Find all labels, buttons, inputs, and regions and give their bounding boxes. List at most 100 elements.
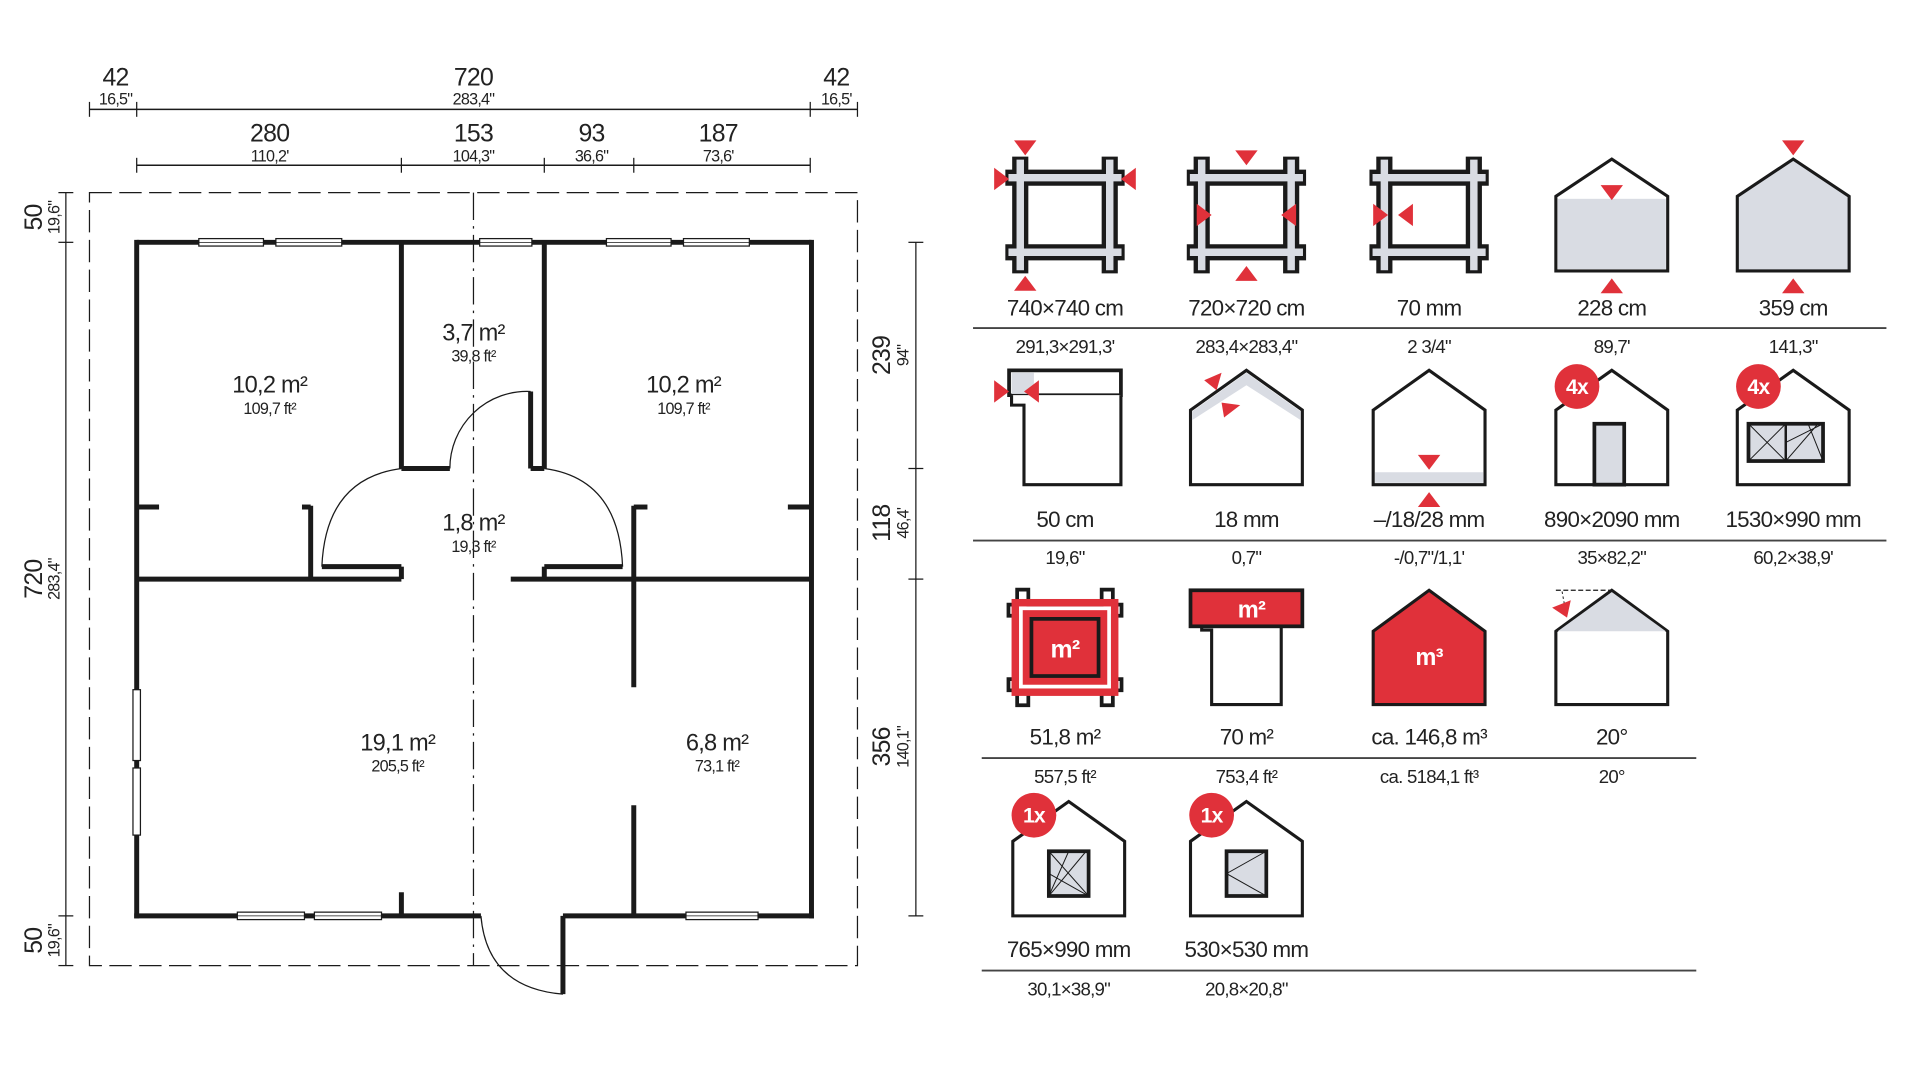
spec-imperial: -/0,7"/1,1' [1393, 548, 1465, 570]
room-area-imperial: 109,7 ft² [243, 400, 297, 418]
room-area: 10,2 m² [646, 373, 722, 399]
dimension-imperial: 73,6' [703, 148, 734, 166]
dimension-imperial: 283,4" [46, 557, 64, 600]
spec-value: 720×720 cm [1188, 295, 1305, 321]
dimension-value: 50 [21, 204, 48, 230]
unit-label: m³ [1415, 645, 1443, 671]
room-area: 19,1 m² [360, 731, 436, 757]
spec-imperial: 141,3" [1768, 336, 1819, 358]
volume-icon: m³ [1371, 588, 1487, 707]
arrow-marker [994, 380, 1010, 403]
floor-area-icon: m² [1006, 587, 1124, 708]
room-area: 1,8 m² [442, 511, 505, 537]
small-window-icon: 1x [1188, 792, 1304, 918]
wall-height-icon [1554, 157, 1670, 294]
dimension-value: 42 [102, 65, 128, 92]
arrow-marker [1373, 203, 1389, 227]
quantity-badge: 4x [1747, 376, 1770, 399]
spec-imperial: 753,4 ft² [1215, 766, 1278, 788]
arrow-marker [994, 167, 1010, 191]
room-area: 3,7 m² [442, 320, 505, 346]
roof-thickness-icon [1188, 368, 1304, 487]
room-area-imperial: 73,1 ft² [695, 758, 741, 776]
dimension-imperial: 104,3" [453, 148, 496, 166]
dimension-value: 187 [699, 121, 738, 148]
room-area-imperial: 205,5 ft² [371, 758, 425, 776]
unit-label: m² [1051, 636, 1080, 663]
dimension-imperial: 94" [894, 344, 912, 366]
tilt-window-icon: 1x [1011, 792, 1127, 918]
dimension-imperial: 19,6" [46, 200, 64, 234]
spec-value: 359 cm [1758, 295, 1829, 321]
spec-value: ca. 146,8 m³ [1371, 724, 1487, 750]
spec-value: 765×990 mm [1006, 936, 1131, 962]
dimension-imperial: 16,5" [99, 90, 133, 108]
spec-imperial: 20,8×20,8" [1205, 979, 1288, 1001]
spec-value: –/18/28 mm [1373, 507, 1485, 532]
spec-value: 51,8 m² [1029, 724, 1101, 750]
dimension-imperial: 19,6" [46, 923, 64, 957]
arrow-marker [1014, 275, 1037, 291]
dimension-value: 356 [869, 727, 896, 766]
door-swing [544, 467, 624, 567]
roof-overhang-icon [994, 368, 1123, 487]
room-area-imperial: 39,8 ft² [451, 348, 497, 366]
spec-imperial: 19,6" [1045, 548, 1085, 570]
wall-thickness-icon [1369, 156, 1489, 274]
arrow-marker [1398, 203, 1413, 227]
spec-imperial: 2 3/4" [1407, 336, 1451, 358]
arrow-marker [1417, 492, 1441, 508]
arrow-marker [1120, 167, 1136, 191]
arrow-marker [1417, 454, 1441, 470]
spec-imperial: 0,7" [1231, 548, 1262, 570]
arrow-marker [1014, 140, 1037, 156]
spec-imperial: 30,1×38,9" [1027, 979, 1111, 1001]
spec-imperial: 60,2×38,9' [1753, 548, 1833, 570]
spec-imperial: 35×82,2" [1577, 548, 1647, 570]
spec-imperial: 557,5 ft² [1034, 766, 1096, 788]
dimension-value: 118 [869, 504, 896, 541]
roof-angle-icon [1552, 588, 1670, 707]
arrow-marker [1782, 140, 1805, 156]
dimension-imperial: 140,1" [894, 725, 912, 768]
quantity-badge: 1x [1023, 805, 1046, 828]
arrow-marker [1281, 203, 1297, 227]
arrow-marker [1196, 203, 1212, 227]
spec-value: 70 mm [1396, 295, 1462, 321]
arrow-marker [1023, 380, 1039, 403]
spec-imperial: 20° [1598, 766, 1626, 788]
spec-value: 70 m² [1219, 724, 1274, 750]
dimension-imperial: 36,6" [575, 148, 609, 166]
dimension-imperial: 46,4' [894, 507, 912, 538]
spec-imperial: 89,7' [1593, 336, 1631, 358]
dimension-imperial: 16,5' [821, 90, 852, 108]
dimension-value: 153 [454, 121, 493, 148]
spec-value: 18 mm [1214, 507, 1279, 532]
dimension-imperial: 283,4" [453, 90, 496, 108]
ridge-height-icon [1735, 140, 1851, 294]
spec-value: 530×530 mm [1184, 936, 1309, 962]
window [132, 689, 142, 762]
window [132, 767, 142, 836]
spec-value: 740×740 cm [1006, 295, 1124, 321]
room-area-imperial: 109,7 ft² [657, 400, 711, 418]
footprint-outer-icon [994, 140, 1136, 291]
quantity-badge: 1x [1201, 805, 1224, 828]
room-area: 10,2 m² [232, 373, 308, 399]
room-area: 6,8 m² [686, 731, 749, 757]
door-swing [449, 390, 531, 469]
dimension-value: 720 [21, 559, 48, 598]
door-icon: 4x [1554, 364, 1670, 487]
arrow-marker [1600, 278, 1623, 294]
spec-value: 50 cm [1036, 507, 1094, 532]
dimension-value: 239 [869, 336, 896, 375]
quantity-badge: 4x [1566, 376, 1589, 399]
double-window-icon: 4x [1735, 364, 1851, 487]
spec-imperial: ca. 5184,1 ft³ [1379, 766, 1479, 788]
roof-area-icon: m² [1188, 588, 1305, 707]
dimension-value: 280 [250, 121, 289, 148]
unit-label: m² [1238, 598, 1266, 624]
dimension-imperial: 110,2' [251, 148, 289, 166]
